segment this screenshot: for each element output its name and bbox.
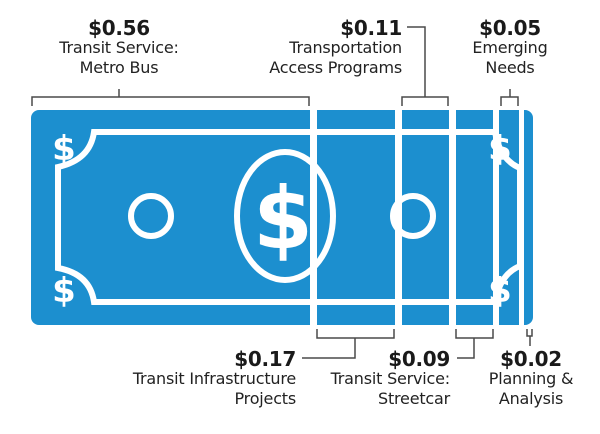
description-line2: Access Programs — [269, 58, 402, 77]
description-line1: Transit Service: — [59, 38, 179, 57]
amount: $0.09 — [388, 347, 450, 371]
segment-label-infrastructure: $0.17 Transit Infrastructure Projects — [96, 349, 296, 409]
description-line1: Emerging — [472, 38, 548, 57]
description-line1: Planning & — [488, 369, 574, 388]
segment-label-emerging-needs: $0.05 Emerging Needs — [465, 18, 555, 78]
svg-text:$: $ — [253, 169, 313, 269]
amount: $0.17 — [234, 347, 296, 371]
svg-text:$: $ — [488, 271, 512, 311]
segment-label-metro-bus: $0.56 Transit Service: Metro Bus — [34, 18, 204, 78]
amount: $0.02 — [500, 347, 562, 371]
svg-text:$: $ — [52, 271, 76, 311]
description-line2: Projects — [234, 389, 297, 408]
segment-label-access-programs: $0.11 Transportation Access Programs — [250, 18, 402, 78]
amount: $0.56 — [88, 16, 150, 40]
description-line1: Transportation — [289, 38, 402, 57]
amount: $0.11 — [340, 16, 402, 40]
description-line2: Streetcar — [378, 389, 450, 408]
description-line1: Transit Service: — [330, 369, 451, 388]
description-line2: Analysis — [498, 389, 564, 408]
svg-text:$: $ — [488, 129, 512, 169]
description-line2: Metro Bus — [79, 58, 159, 77]
description-line1: Transit Infrastructure — [132, 369, 296, 388]
description-line2: Needs — [485, 58, 535, 77]
amount: $0.05 — [479, 16, 541, 40]
segment-label-planning: $0.02 Planning & Analysis — [476, 349, 586, 409]
dollar-bill-icon: $ $ $ $ $ — [31, 110, 533, 325]
segment-label-streetcar: $0.09 Transit Service: Streetcar — [310, 347, 451, 409]
svg-text:$: $ — [52, 129, 76, 169]
